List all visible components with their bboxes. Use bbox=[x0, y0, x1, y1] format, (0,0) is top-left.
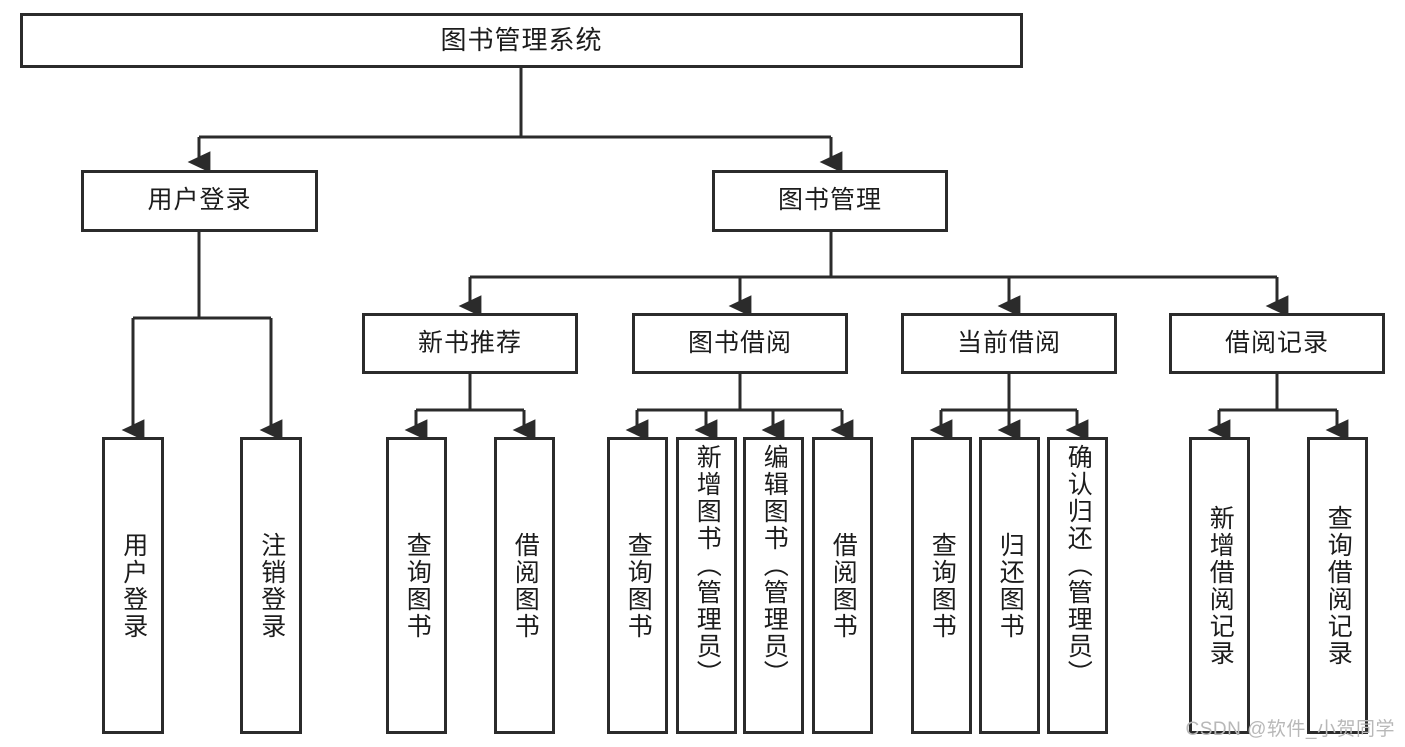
leaf-user-login-logout-label: 注销登录 bbox=[257, 531, 286, 640]
leaf-user-login-login-label: 用户登录 bbox=[119, 531, 148, 640]
leaf-book-borrow-borrow[interactable]: 借阅图书 bbox=[812, 437, 873, 734]
connectors bbox=[121, 68, 1349, 441]
node-new-book-recommend-label: 新书推荐 bbox=[417, 328, 522, 357]
leaf-book-borrow-query[interactable]: 查询图书 bbox=[607, 437, 668, 734]
leaf-label-wrap: 查询图书 bbox=[610, 440, 665, 731]
node-borrow-record-label: 借阅记录 bbox=[1224, 328, 1329, 357]
leaf-book-borrow-edit-label: 编辑图书（管理员） bbox=[760, 444, 789, 687]
node-current-borrow-label: 当前借阅 bbox=[956, 328, 1061, 357]
leaf-label-wrap: 借阅图书 bbox=[497, 440, 552, 731]
node-user-login[interactable]: 用户登录 bbox=[81, 170, 318, 232]
leaf-label-wrap: 归还图书 bbox=[982, 440, 1037, 731]
node-book-management[interactable]: 图书管理 bbox=[712, 170, 948, 232]
leaf-label-wrap: 借阅图书 bbox=[815, 440, 870, 731]
node-book-borrow[interactable]: 图书借阅 bbox=[632, 313, 848, 374]
leaf-current-borrow-return[interactable]: 归还图书 bbox=[979, 437, 1040, 734]
leaf-new-book-borrow[interactable]: 借阅图书 bbox=[494, 437, 555, 734]
leaf-book-borrow-add[interactable]: 新增图书（管理员） bbox=[676, 437, 737, 734]
node-user-login-label: 用户登录 bbox=[147, 186, 252, 215]
leaf-label-wrap: 注销登录 bbox=[243, 440, 299, 731]
leaf-borrow-record-add[interactable]: 新增借阅记录 bbox=[1189, 437, 1250, 734]
leaf-book-borrow-borrow-label: 借阅图书 bbox=[829, 531, 858, 640]
node-current-borrow[interactable]: 当前借阅 bbox=[901, 313, 1117, 374]
node-book-management-label: 图书管理 bbox=[777, 186, 882, 215]
leaf-label-wrap: 新增借阅记录 bbox=[1192, 440, 1247, 731]
leaf-current-borrow-confirm-return-label: 确认归还（管理员） bbox=[1064, 444, 1093, 687]
node-book-borrow-label: 图书借阅 bbox=[687, 328, 792, 357]
leaf-new-book-query-label: 查询图书 bbox=[403, 531, 432, 640]
node-root-label: 图书管理系统 bbox=[440, 25, 603, 56]
leaf-current-borrow-query[interactable]: 查询图书 bbox=[911, 437, 972, 734]
leaf-label-wrap: 查询图书 bbox=[389, 440, 444, 731]
leaf-label-wrap: 查询借阅记录 bbox=[1310, 440, 1365, 731]
leaf-new-book-borrow-label: 借阅图书 bbox=[511, 531, 540, 640]
leaf-label-wrap: 用户登录 bbox=[105, 440, 161, 731]
node-borrow-record[interactable]: 借阅记录 bbox=[1169, 313, 1385, 374]
leaf-label-wrap: 编辑图书（管理员） bbox=[746, 440, 801, 735]
leaf-label-wrap: 确认归还（管理员） bbox=[1050, 440, 1105, 735]
leaf-borrow-record-query-label: 查询借阅记录 bbox=[1324, 504, 1353, 667]
leaf-label-wrap: 新增图书（管理员） bbox=[679, 440, 734, 735]
leaf-book-borrow-add-label: 新增图书（管理员） bbox=[693, 444, 722, 687]
leaf-user-login-logout[interactable]: 注销登录 bbox=[240, 437, 302, 734]
watermark-text: CSDN @软件_小贺同学 bbox=[1185, 719, 1395, 740]
leaf-label-wrap: 查询图书 bbox=[914, 440, 969, 731]
leaf-borrow-record-query[interactable]: 查询借阅记录 bbox=[1307, 437, 1368, 734]
leaf-book-borrow-query-label: 查询图书 bbox=[624, 531, 653, 640]
leaf-new-book-query[interactable]: 查询图书 bbox=[386, 437, 447, 734]
leaf-book-borrow-edit[interactable]: 编辑图书（管理员） bbox=[743, 437, 804, 734]
node-root-library-system[interactable]: 图书管理系统 bbox=[20, 13, 1023, 68]
leaf-current-borrow-return-label: 归还图书 bbox=[996, 531, 1025, 640]
leaf-user-login-login[interactable]: 用户登录 bbox=[102, 437, 164, 734]
leaf-borrow-record-add-label: 新增借阅记录 bbox=[1206, 504, 1235, 667]
leaf-current-borrow-confirm-return[interactable]: 确认归还（管理员） bbox=[1047, 437, 1108, 734]
leaf-current-borrow-query-label: 查询图书 bbox=[928, 531, 957, 640]
node-new-book-recommend[interactable]: 新书推荐 bbox=[362, 313, 578, 374]
